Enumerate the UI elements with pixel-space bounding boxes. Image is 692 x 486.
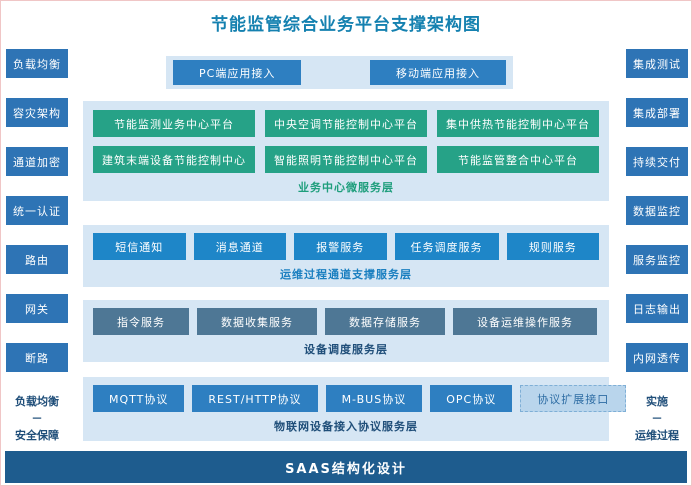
right-sidebar: 集成测试 集成部署 持续交付 数据监控 服务监控 日志输出 内网透传: [626, 49, 688, 372]
box-command-service: 指令服务: [93, 308, 189, 335]
diagram-title: 节能监管综合业务平台支撑架构图: [211, 15, 481, 35]
app-access-layer: PC端应用接入 移动端应用接入: [166, 56, 513, 89]
box-mbus-protocol: M-BUS协议: [325, 385, 423, 412]
left-sidebar-caption: 负载均衡 － 安全保障: [3, 393, 71, 444]
box-sms-notification: 短信通知: [93, 233, 186, 260]
sidebar-item-integration-test: 集成测试: [626, 49, 688, 78]
box-central-ac-control-platform: 中央空调节能控制中心平台: [265, 110, 427, 137]
business-center-layer: 节能监测业务中心平台 中央空调节能控制中心平台 集中供热节能控制中心平台 建筑末…: [83, 101, 609, 201]
box-building-terminal-control-center: 建筑末端设备节能控制中心: [93, 146, 255, 173]
box-device-ops-service: 设备运维操作服务: [453, 308, 597, 335]
box-message-channel: 消息通道: [193, 233, 286, 260]
caption-line-bottom: 运维过程: [635, 429, 679, 442]
caption-line-top: 负载均衡: [15, 395, 59, 408]
sidebar-item-intranet-tunnel: 内网透传: [626, 343, 688, 372]
box-energy-monitoring-platform: 节能监测业务中心平台: [93, 110, 255, 137]
box-protocol-extension-interface: 协议扩展接口: [520, 385, 627, 412]
sidebar-item-integration-deploy: 集成部署: [626, 98, 688, 127]
caption-line-top: 实施: [646, 395, 668, 408]
caption-line-bottom: 安全保障: [15, 429, 59, 442]
sidebar-item-channel-encryption: 通道加密: [6, 147, 68, 176]
pc-access-box: PC端应用接入: [173, 60, 302, 85]
caption-dash: －: [651, 412, 663, 425]
box-data-collection-service: 数据收集服务: [197, 308, 317, 335]
business-row-2: 建筑末端设备节能控制中心 智能照明节能控制中心平台 节能监管整合中心平台: [93, 146, 599, 173]
mobile-access-box: 移动端应用接入: [370, 60, 506, 85]
protocol-row: MQTT协议 REST/HTTP协议 M-BUS协议 OPC协议 协议扩展接口: [93, 385, 627, 412]
box-task-scheduling-service: 任务调度服务: [394, 233, 499, 260]
left-sidebar: 负载均衡 容灾架构 通道加密 统一认证 路由 网关 断路: [6, 49, 68, 372]
sidebar-item-unified-auth: 统一认证: [6, 196, 68, 225]
box-alarm-service: 报警服务: [294, 233, 387, 260]
business-layer-label: 业务中心微服务层: [298, 181, 394, 194]
sidebar-item-disaster-recovery: 容灾架构: [6, 98, 68, 127]
sidebar-item-routing: 路由: [6, 245, 68, 274]
box-rule-service: 规则服务: [506, 233, 599, 260]
channel-row: 短信通知 消息通道 报警服务 任务调度服务 规则服务: [93, 233, 599, 260]
sidebar-item-gateway: 网关: [6, 294, 68, 323]
box-energy-supervision-integration-platform: 节能监管整合中心平台: [437, 146, 599, 173]
iot-protocol-layer: MQTT协议 REST/HTTP协议 M-BUS协议 OPC协议 协议扩展接口 …: [83, 377, 627, 441]
box-data-storage-service: 数据存储服务: [325, 308, 445, 335]
sidebar-item-service-monitoring: 服务监控: [626, 245, 688, 274]
sidebar-item-continuous-delivery: 持续交付: [626, 147, 688, 176]
channel-layer-label: 运维过程通道支撑服务层: [280, 268, 412, 281]
sidebar-item-data-monitoring: 数据监控: [626, 196, 688, 225]
box-mqtt-protocol: MQTT协议: [93, 385, 185, 412]
caption-dash: －: [31, 412, 43, 425]
device-layer-label: 设备调度服务层: [304, 343, 388, 356]
right-sidebar-caption: 实施 － 运维过程: [623, 393, 691, 444]
business-row-1: 节能监测业务中心平台 中央空调节能控制中心平台 集中供热节能控制中心平台: [93, 110, 599, 137]
protocol-layer-label: 物联网设备接入协议服务层: [274, 420, 418, 433]
device-row: 指令服务 数据收集服务 数据存储服务 设备运维操作服务: [93, 308, 599, 335]
saas-structure-bar: SAAS结构化设计: [5, 451, 687, 483]
device-scheduling-layer: 指令服务 数据收集服务 数据存储服务 设备运维操作服务 设备调度服务层: [83, 300, 609, 362]
sidebar-item-log-output: 日志输出: [626, 294, 688, 323]
sidebar-item-circuit-break: 断路: [6, 343, 68, 372]
box-rest-http-protocol: REST/HTTP协议: [192, 385, 318, 412]
sidebar-item-load-balancing: 负载均衡: [6, 49, 68, 78]
box-opc-protocol: OPC协议: [430, 385, 513, 412]
channel-support-layer: 短信通知 消息通道 报警服务 任务调度服务 规则服务 运维过程通道支撑服务层: [83, 225, 609, 287]
box-smart-lighting-control-platform: 智能照明节能控制中心平台: [265, 146, 427, 173]
box-central-heating-control-platform: 集中供热节能控制中心平台: [437, 110, 599, 137]
